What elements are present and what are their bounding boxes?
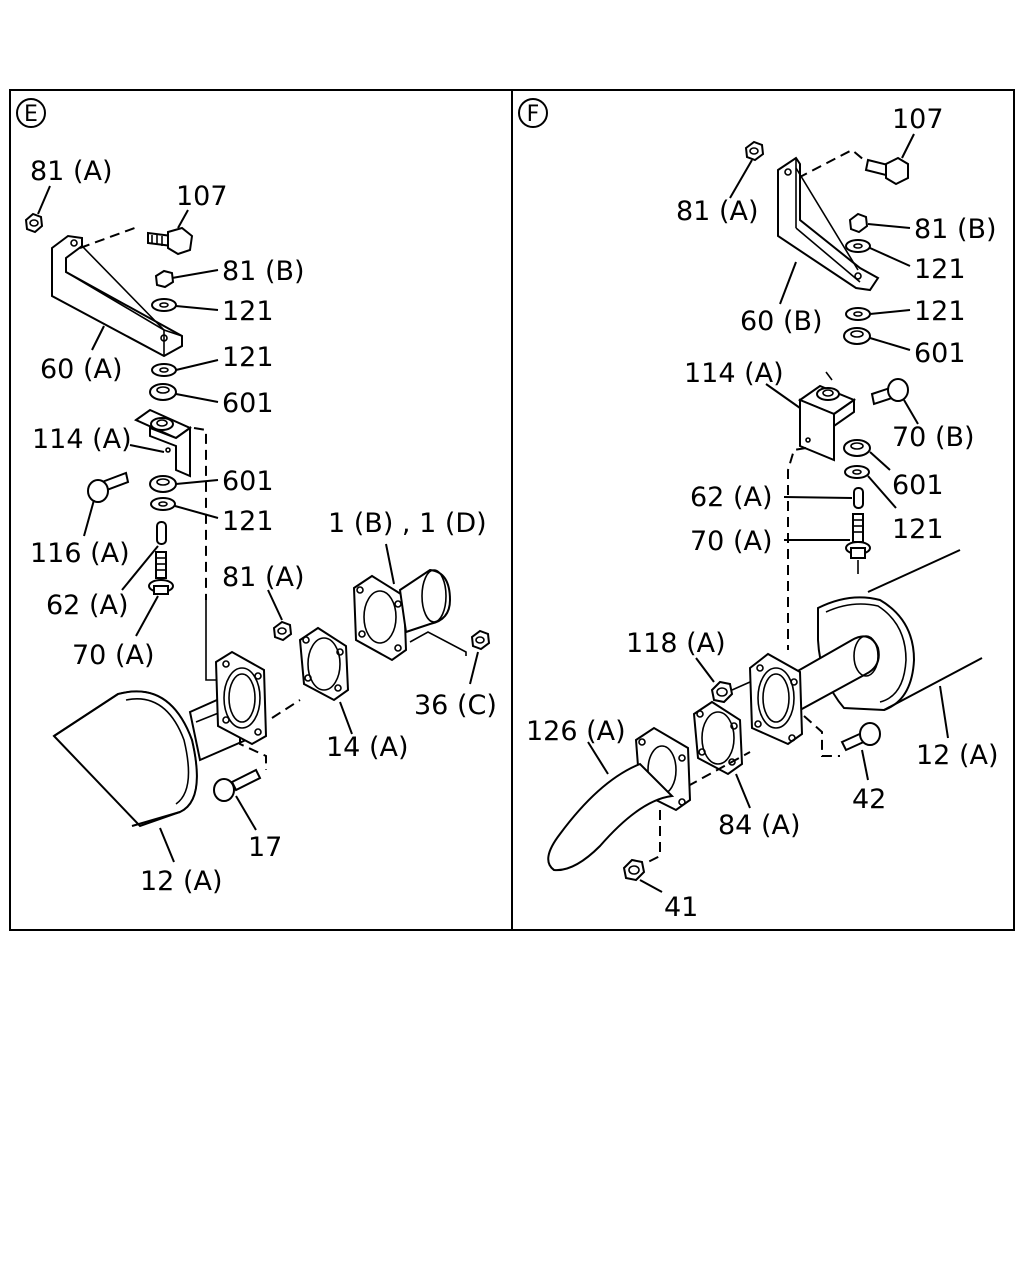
bolt-70a-drawing — [148, 551, 174, 595]
panel-e: E 81 (A) 60 (A) 107 — [16, 98, 497, 897]
bracket-60b-drawing — [777, 156, 880, 292]
gasket-84a-drawing — [692, 700, 744, 776]
panel-e-badge — [16, 98, 46, 128]
nut-81a-drawing — [24, 212, 44, 234]
bolt-107f-drawing — [864, 156, 909, 186]
label-e-81b: 81 (B) — [222, 256, 305, 287]
label-f-118a: 118 (A) — [626, 628, 726, 659]
bolt-17-drawing — [213, 768, 262, 802]
label-e-62a: 62 (A) — [46, 590, 128, 621]
bolt-107-drawing — [147, 226, 194, 256]
label-e-60a: 60 (A) — [40, 354, 122, 385]
label-f-60b: 60 (B) — [740, 306, 823, 337]
label-e-17: 17 — [248, 832, 282, 863]
label-e-116a: 116 (A) — [30, 538, 130, 569]
label-e-70a: 70 (A) — [72, 640, 154, 671]
bolt-42-drawing — [840, 722, 881, 752]
tailpipe-126a-drawing — [547, 726, 692, 872]
label-f-12a: 12 (A) — [916, 740, 998, 771]
panel-e-id: E — [24, 102, 38, 127]
bolt-70a-f-drawing — [845, 513, 871, 559]
bracket-60a-drawing — [51, 234, 183, 358]
pipe-1b-1d-drawing — [352, 568, 452, 662]
label-e-121c: 121 — [222, 506, 274, 537]
label-e-81a-lower: 81 (A) — [222, 562, 304, 593]
label-f-121b: 121 — [914, 296, 966, 327]
label-e-121b: 121 — [222, 342, 274, 373]
label-f-70a: 70 (A) — [690, 526, 772, 557]
label-e-36c: 36 (C) — [414, 690, 497, 721]
label-f-41: 41 — [664, 892, 698, 923]
panel-f-badge — [518, 98, 548, 128]
label-e-114a: 114 (A) — [32, 424, 132, 455]
label-e-1b-1d: 1 (B) , 1 (D) — [328, 508, 487, 539]
muffler-12a-f-drawing — [748, 549, 983, 746]
label-f-121c: 121 — [892, 514, 944, 545]
label-f-126a: 126 (A) — [526, 716, 626, 747]
label-f-81b: 81 (B) — [914, 214, 997, 245]
label-e-601b: 601 — [222, 466, 274, 497]
muffler-12a-drawing — [52, 650, 268, 828]
label-f-84a: 84 (A) — [718, 810, 800, 841]
label-f-121a: 121 — [914, 254, 966, 285]
label-f-70b: 70 (B) — [892, 422, 975, 453]
label-f-601a: 601 — [914, 338, 966, 369]
label-f-107: 107 — [892, 104, 944, 135]
panel-f-id: F — [527, 102, 540, 127]
label-e-14a: 14 (A) — [326, 732, 408, 763]
label-f-601b: 601 — [892, 470, 944, 501]
label-f-42: 42 — [852, 784, 886, 815]
label-f-81a: 81 (A) — [676, 196, 758, 227]
gasket-14a-drawing — [298, 626, 350, 702]
bracket-114a-drawing — [134, 408, 192, 478]
label-e-601a: 601 — [222, 388, 274, 419]
label-e-121a: 121 — [222, 296, 274, 327]
label-f-114a: 114 (A) — [684, 358, 784, 389]
label-e-12a: 12 (A) — [140, 866, 222, 897]
label-e-81a: 81 (A) — [30, 156, 112, 187]
label-e-107: 107 — [176, 181, 228, 212]
bracket-114a-f-drawing — [797, 371, 857, 462]
bolt-70b-drawing — [870, 378, 909, 406]
panel-f: F 81 (A) 107 60 (B) 81 (B) — [518, 98, 998, 923]
label-f-62a: 62 (A) — [690, 482, 772, 513]
bolt-116a-drawing — [87, 471, 130, 503]
